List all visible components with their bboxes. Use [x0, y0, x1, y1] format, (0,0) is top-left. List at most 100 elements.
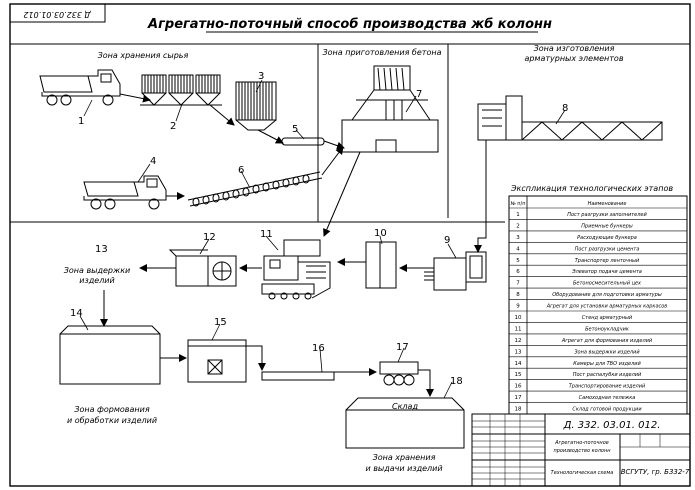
explication-row-name: Расходующие бункера: [577, 235, 637, 241]
transport-line: [261, 371, 335, 381]
num-3: 3: [258, 71, 264, 82]
title-block: [471, 413, 691, 487]
arrow-hopper-to-conveyor: [257, 129, 284, 144]
arrow-bunkers-to-hoppers: [209, 104, 235, 126]
explication-row-num: 14: [515, 361, 522, 367]
explication-row-name: Транспортер ленточный: [575, 258, 640, 264]
explication-row-name: Агрегат для формования изделий: [561, 338, 653, 344]
titleblock-org: ВСГУТУ, гр. Б332-7: [621, 468, 690, 476]
arrow-conveyor-to-plant: [323, 140, 345, 150]
concrete-paver: [261, 239, 331, 300]
explication-row-num: 2: [516, 223, 520, 229]
explication-row-name: Бетоносмесительный цех: [573, 281, 641, 287]
explication-row-num: 17: [515, 395, 522, 401]
zone-label-rebar-1: Зона изготовления: [534, 44, 615, 53]
num-5: 5: [292, 124, 298, 135]
warehouse: [345, 397, 465, 449]
arrow-truck-to-bunkers: [119, 93, 151, 103]
explication-row-name: Бетоноукладчик: [585, 326, 629, 332]
rebar-equipment: [477, 95, 663, 141]
explication-title: Экспликация технологических этапов: [510, 184, 673, 193]
titleblock-sheet: Технологическая схема: [551, 470, 614, 476]
titleblock-code: Д. 332. 03.01. 012.: [563, 420, 661, 431]
explication-row-name: Самоходная тележка: [579, 395, 636, 401]
explication-row-num: 12: [515, 338, 522, 344]
zone-label-concrete: Зона приготовления бетона: [323, 48, 442, 57]
explication-row-num: 16: [515, 384, 522, 390]
explication-row-name: Камеры для ТВО изделий: [573, 361, 641, 367]
explication-row-num: 13: [515, 349, 522, 355]
num-9: 9: [444, 235, 450, 246]
explication-row-num: 15: [515, 372, 522, 378]
explication-row-name: Пост распалубки изделий: [573, 372, 642, 378]
concrete-mixing-plant: [341, 65, 439, 153]
leader-lines: [79, 79, 566, 399]
num-6: 6: [238, 165, 244, 176]
forming-unit: [168, 249, 237, 287]
rebar-stand: [365, 241, 397, 289]
zone-label-curing-1: Зона выдержки: [64, 266, 131, 275]
titleblock-desc-2: производство колонн: [553, 448, 611, 454]
arrow-plant-to-paver: [323, 151, 361, 237]
cement-truck: [83, 175, 167, 210]
explication-row-name: Элеватор подачи цемента: [571, 269, 642, 275]
receiving-bunkers: [140, 74, 222, 106]
position-numbers: 1 2 3 4 5 6 7 8 9 10 11 12 13 14 15 16 1…: [70, 71, 568, 387]
arrow-17-to-18: [418, 369, 434, 397]
explication-row-num: 6: [516, 269, 520, 275]
explication-row-name: Стенд арматурный: [582, 315, 633, 321]
explication-row-name: Агрегат для установки арматурных каркасо…: [546, 304, 668, 310]
dump-truck-1: [39, 69, 121, 106]
explication-row-num: 10: [515, 315, 522, 321]
num-7: 7: [416, 89, 422, 100]
explication-row-num: 4: [516, 246, 520, 252]
zone-label-forming-1: Зона формования: [74, 405, 149, 414]
stamp-box: Д 332.03.01.012: [9, 3, 106, 23]
num-15: 15: [214, 317, 227, 328]
zone-label-raw: Зона хранения сырья: [98, 51, 189, 60]
num-2: 2: [170, 121, 176, 132]
self-propelled-cart: [379, 361, 419, 386]
warehouse-label: Склад: [392, 402, 418, 411]
explication-row-num: 1: [516, 212, 520, 218]
num-18: 18: [450, 376, 463, 387]
titleblock-desc-1: Агрегатно-поточное: [554, 440, 609, 446]
zone-label-forming-2: и обработки изделий: [67, 416, 157, 425]
num-10: 10: [374, 228, 387, 239]
num-12: 12: [203, 232, 216, 243]
col-name-header: Наименование: [588, 201, 627, 207]
num-16: 16: [312, 343, 325, 354]
explication-row-num: 9: [516, 304, 520, 310]
num-8: 8: [562, 103, 568, 114]
num-13: 13: [95, 244, 108, 255]
num-14: 14: [70, 308, 83, 319]
explication-row-name: Пост разгрузки заполнителей: [567, 212, 647, 218]
zone-label-storage-1: Зона хранения: [373, 453, 436, 462]
explication-row-num: 8: [516, 292, 520, 298]
zone-label-curing-2: изделий: [79, 276, 114, 285]
num-11: 11: [260, 229, 273, 240]
zone-label-storage-2: и выдачи изделий: [365, 464, 442, 473]
explication-row-num: 5: [516, 258, 520, 264]
arrow-elevator-to-plant: [321, 146, 344, 176]
consumption-bunker: [235, 81, 277, 131]
stamp-text: Д 332.03.01.012: [23, 10, 91, 19]
explication-row-name: Зона выдержки изделий: [574, 349, 640, 355]
explication-row-num: 3: [516, 235, 520, 241]
num-1: 1: [78, 116, 84, 127]
demolding-post: [187, 339, 247, 383]
cement-elevator: [187, 171, 323, 207]
tvo-chamber: [59, 325, 161, 385]
zone-dividers: [10, 43, 690, 223]
explication-row-name: Пост разгрузки цемента: [575, 246, 640, 252]
zone-label-rebar-2: арматурных элементов: [524, 54, 623, 63]
explication-row-name: Транспортирование изделий: [569, 384, 646, 390]
explication-row-name: Приемные бункеры: [581, 223, 632, 229]
arrow-15-to-16: [246, 345, 266, 371]
explication-row-num: 18: [515, 407, 522, 413]
num-17: 17: [396, 342, 409, 353]
rebar-cage-unit: [424, 251, 487, 291]
explication-row-name: Оборудование для подготовки арматуры: [552, 292, 662, 298]
